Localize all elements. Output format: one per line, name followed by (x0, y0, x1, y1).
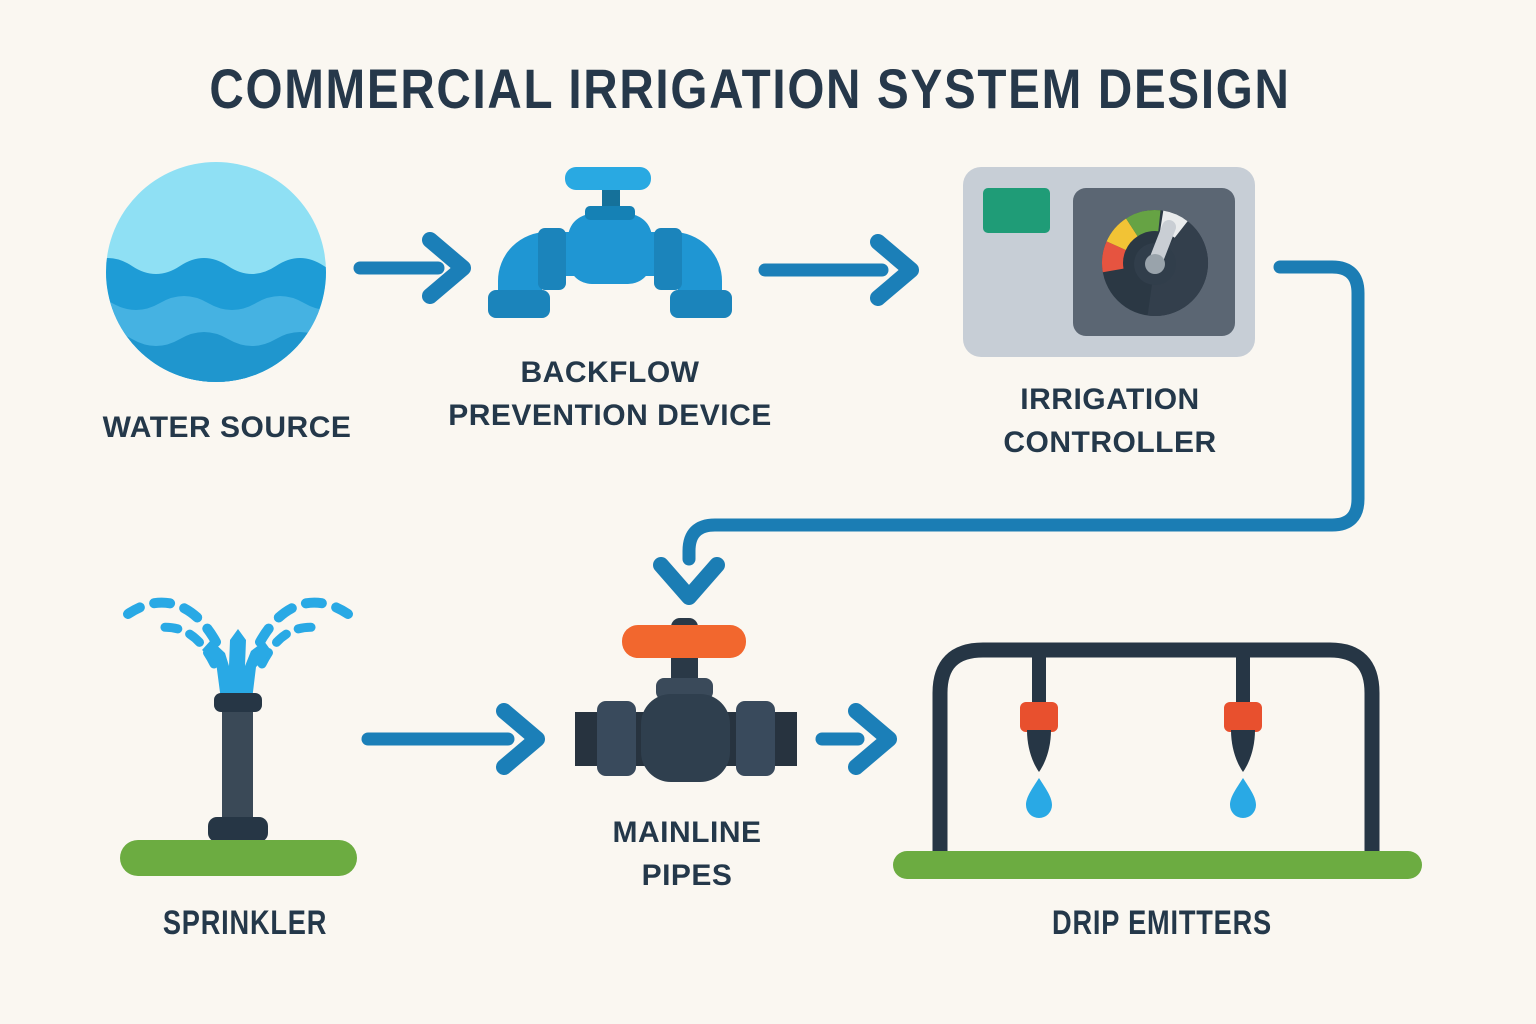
arrow-backflow-to-controller (758, 234, 919, 306)
controller-dial-icon (963, 167, 1255, 357)
label-irrigation-controller: IRRIGATION CONTROLLER (1003, 378, 1216, 464)
water-droplet (1230, 778, 1256, 818)
drip-emitters-icon (893, 642, 1422, 879)
backflow-valve-icon (488, 167, 732, 318)
label-line: IRRIGATION (1020, 383, 1200, 416)
water-source-icon (106, 162, 326, 382)
water-droplet (1026, 778, 1052, 818)
controller-screen (983, 188, 1050, 233)
controller-dial (1101, 210, 1209, 317)
mainline-valve-icon (575, 618, 797, 782)
page-title: COMMERCIAL IRRIGATION SYSTEM DESIGN (209, 57, 1291, 120)
label-line: PREVENTION DEVICE (448, 399, 772, 432)
arrow-sprinkler-to-mainline (361, 703, 545, 775)
arrow-mainline-to-drip (815, 703, 897, 775)
label-backflow-prevention-device: BACKFLOW PREVENTION DEVICE (448, 351, 772, 437)
arrow-controller-to-mainline (653, 260, 1365, 605)
sprinkler-icon (120, 597, 357, 876)
label-mainline-pipes: MAINLINE PIPES (613, 811, 762, 897)
label-water-source: WATER SOURCE (102, 411, 352, 444)
label-line: PIPES (641, 859, 733, 892)
drip-grass (893, 851, 1422, 879)
label-line: MAINLINE (612, 816, 762, 849)
arrow-water-to-backflow (353, 232, 471, 304)
label-line: BACKFLOW (520, 356, 700, 389)
label-drip-emitters: DRIP EMITTERS (1052, 904, 1272, 942)
label-line: CONTROLLER (1003, 426, 1217, 459)
valve-handle (622, 625, 746, 658)
label-sprinkler: SPRINKLER (162, 904, 328, 942)
sprinkler-grass (120, 840, 357, 876)
